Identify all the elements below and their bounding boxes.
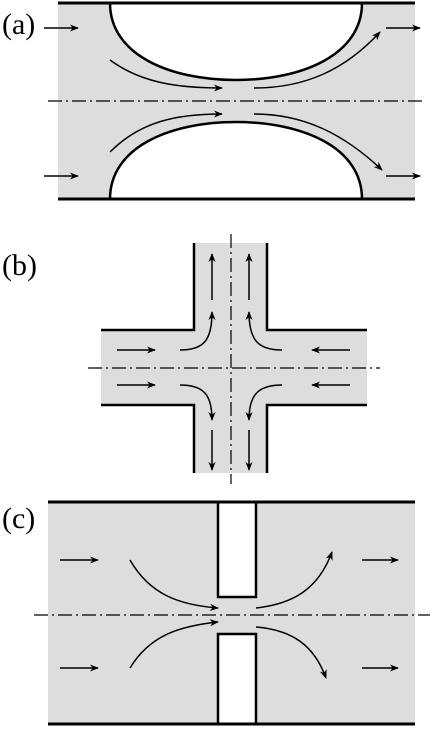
- panel-b: (b): [2, 234, 380, 484]
- cross-channel-fluid: [101, 243, 367, 473]
- streamline-c-upper-in: [129, 559, 219, 611]
- streamline-c-lower-out: [255, 626, 327, 679]
- panel-a-label: (a): [2, 8, 35, 41]
- streamline-a-upper-out: [253, 31, 381, 89]
- turn-streamline-tl: [179, 311, 216, 351]
- lower-orifice-plate: [216, 632, 258, 726]
- streamline-c-upper-out: [255, 551, 333, 609]
- turn-streamline-bl: [179, 384, 216, 421]
- lower-obstacle: [108, 120, 364, 201]
- streamline-c-lower-in: [129, 619, 219, 669]
- streamline-a-lower-out: [253, 113, 383, 171]
- upper-obstacle: [108, 1, 364, 82]
- turn-streamline-br: [245, 384, 283, 421]
- streamline-a-lower-in: [109, 110, 223, 153]
- panel-c-label: (c): [2, 502, 35, 535]
- panel-a: (a): [2, 1, 422, 201]
- upper-orifice-plate: [216, 500, 258, 599]
- turn-streamline-tr: [245, 311, 283, 351]
- cross-walls: [101, 243, 367, 473]
- panel-c: (c): [2, 500, 430, 726]
- streamline-a-upper-in: [109, 59, 223, 92]
- panel-b-label: (b): [2, 249, 37, 282]
